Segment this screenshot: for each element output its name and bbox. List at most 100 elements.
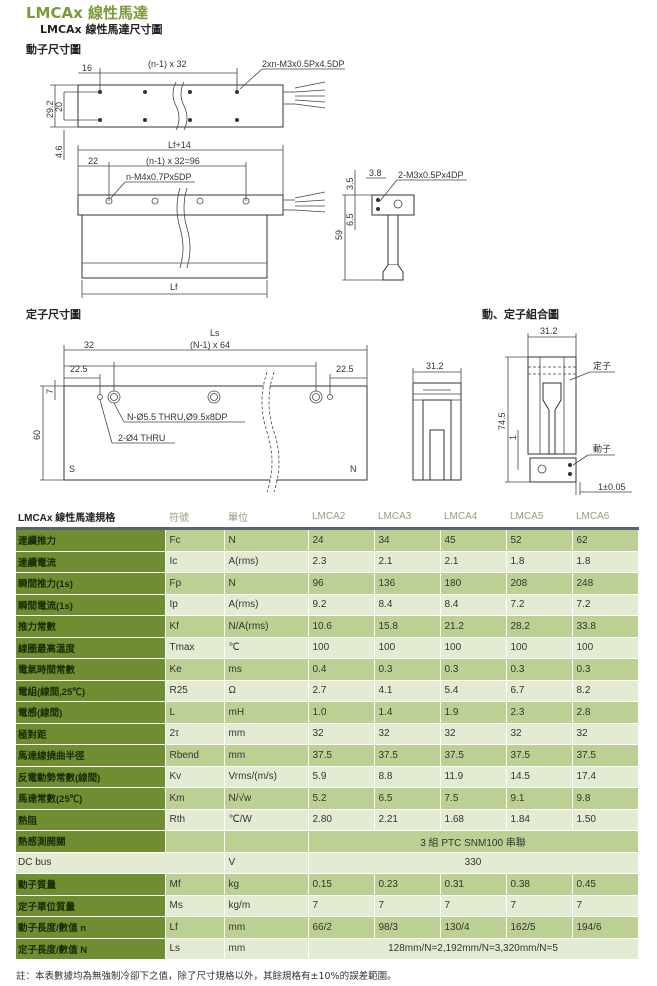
row-value: 1.4	[374, 701, 441, 724]
stator-end-view: 31.2	[412, 361, 462, 481]
dim-holes-top: 2xn-M3x0.5Px4.5DP	[262, 59, 345, 69]
row-unit: A(rms)	[224, 594, 309, 616]
dim-ls: Ls	[210, 328, 220, 338]
row-value: 21.2	[440, 615, 507, 638]
row-unit: kg	[224, 873, 309, 896]
pole-n: N	[350, 464, 357, 474]
row-unit: ℃/W	[224, 809, 309, 831]
dim-3-8: 3.8	[369, 168, 382, 178]
row-value: 45	[440, 528, 507, 552]
row-value: 37.5	[572, 744, 639, 767]
row-value: 8.2	[572, 680, 639, 702]
row-symbol: 2τ	[165, 723, 225, 745]
row-value: 62	[572, 528, 639, 552]
row-unit: N	[224, 528, 309, 552]
row-symbol: Tmax	[165, 637, 225, 659]
row-value: 2.1	[374, 551, 441, 573]
dim-22-5-left: 22.5	[70, 364, 88, 374]
row-value: 1.8	[506, 551, 573, 573]
row-symbol: Lf	[165, 916, 225, 939]
row-label: 連續推力	[16, 528, 166, 552]
row-value: 100	[374, 637, 441, 659]
dim-pitch-96: (n-1) x 32=96	[146, 156, 200, 166]
dim-stator-width: 31.2	[426, 361, 444, 371]
row-value: 32	[440, 723, 507, 745]
row-label: 反電動勢常數(線間)	[16, 766, 166, 788]
row-value: 7	[440, 895, 507, 917]
row-value: 98/3	[374, 916, 441, 939]
row-value: 1.9	[440, 701, 507, 724]
row-value: 24	[308, 528, 375, 552]
header-unit: 單位	[224, 505, 308, 530]
row-value: 1.50	[572, 809, 639, 831]
assembly-view: 31.2 74.5 1 定子 動子 1±0.05	[497, 326, 632, 495]
drawing-title: LMCAx 線性馬達尺寸圖	[40, 23, 163, 36]
row-symbol: Kv	[165, 766, 225, 788]
row-unit: N/A(rms)	[224, 615, 309, 638]
row-value: 28.2	[506, 615, 573, 638]
row-unit: mm	[224, 744, 309, 767]
row-value: 4.1	[374, 680, 441, 702]
row-value: 6.7	[506, 680, 573, 702]
row-symbol: Km	[165, 787, 225, 810]
dim-hole-thru: 2-Ø4 THRU	[118, 433, 165, 443]
header-lmca3: LMCA3	[374, 505, 440, 530]
row-value: 5.9	[308, 766, 375, 788]
row-value: 2.7	[308, 680, 375, 702]
row-value: 2.80	[308, 809, 375, 831]
row-symbol: R25	[165, 680, 225, 702]
mover-section-title: 動子尺寸圖	[26, 43, 81, 56]
row-symbol: Fp	[165, 572, 225, 595]
row-label: 瞬間推力(1s)	[16, 572, 166, 595]
row-value: 5.4	[440, 680, 507, 702]
row-value: 130/4	[440, 916, 507, 939]
dim-lf14: Lf+14	[168, 140, 191, 150]
row-value: 7	[308, 895, 375, 917]
row-value: 52	[506, 528, 573, 552]
dim-assembly-width: 31.2	[540, 326, 558, 336]
row-value: 9.1	[506, 787, 573, 810]
row-value: 37.5	[440, 744, 507, 767]
row-unit: mm	[224, 723, 309, 745]
dim-lf: Lf	[170, 282, 178, 292]
header-symbol: 符號	[165, 505, 224, 530]
row-label: 馬達常數(25℃)	[16, 787, 166, 810]
row-label: 連續電流	[16, 551, 166, 573]
row-label: 線圈最高溫度	[16, 637, 166, 659]
row-value: 0.3	[506, 658, 573, 681]
dim-holes-end: 2-M3x0.5Px4DP	[398, 170, 464, 180]
row-label: 瞬間電流(1s)	[16, 594, 166, 616]
row-symbol: Ic	[165, 551, 225, 573]
dimension-drawings: 16 (n-1) x 32 2xn-M3x0.5Px4.5DP 29.2 20 …	[32, 59, 632, 495]
dim-20: 20	[54, 102, 64, 112]
row-value: 33.8	[572, 615, 639, 638]
header-lmca6: LMCA6	[572, 505, 638, 530]
row-value: 100	[308, 637, 375, 659]
row-value: 34	[374, 528, 441, 552]
row-value: 0.31	[440, 873, 507, 896]
row-unit: mH	[224, 701, 309, 724]
row-label: 推力常數	[16, 615, 166, 638]
row-symbol: Mf	[165, 873, 225, 896]
dim-22: 22	[88, 156, 98, 166]
row-value: 0.3	[572, 658, 639, 681]
dim-59: 59	[334, 230, 344, 240]
dim-pitch: (n-1) x 32	[148, 59, 187, 69]
row-value: 162/5	[506, 916, 573, 939]
row-unit: ms	[224, 658, 309, 681]
dim-74-5: 74.5	[497, 412, 507, 430]
row-value: 7.5	[440, 787, 507, 810]
